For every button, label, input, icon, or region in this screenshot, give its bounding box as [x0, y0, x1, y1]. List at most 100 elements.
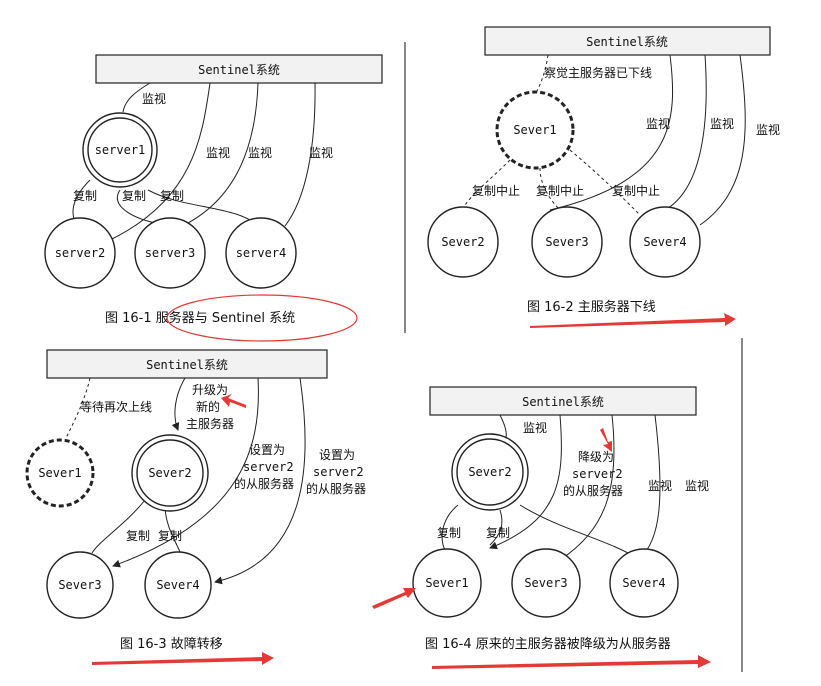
monitor-label: 监视	[248, 145, 272, 160]
red-arrow	[600, 428, 612, 452]
node-label: Sever3	[545, 235, 588, 249]
stop-label: 复制中止	[612, 183, 660, 198]
sentinel-box	[429, 386, 697, 416]
promote-label: 主服务器	[186, 416, 234, 431]
monitor-line	[489, 414, 562, 550]
monitor-label: 监视	[142, 91, 166, 106]
red-arrow	[432, 655, 711, 669]
node-label: Sever3	[58, 578, 101, 592]
sentinel-box	[484, 26, 771, 56]
node-label: Sever1	[425, 576, 468, 590]
node-label: Sever2	[148, 466, 191, 480]
node-label: Sever2	[441, 235, 484, 249]
demote-label: 的从服务器	[563, 483, 623, 498]
set-slave-label: 的从服务器	[306, 481, 366, 496]
set-slave-label: server2	[243, 460, 294, 474]
sentinel-label: Sentinel系统	[198, 63, 280, 77]
node-label: server3	[145, 246, 196, 260]
red-arrow	[221, 394, 246, 408]
replicate-label: 复制	[158, 529, 182, 543]
sentinel-label: Sentinel系统	[522, 395, 604, 409]
server-node	[412, 548, 482, 618]
stop-label: 复制中止	[472, 183, 520, 198]
replicate-line	[91, 499, 146, 554]
node-label: Sever2	[468, 465, 511, 479]
replicate-line	[441, 504, 459, 551]
highlight-ellipse	[166, 294, 358, 342]
demote-label: server2	[572, 467, 623, 481]
monitor-label: 监视	[648, 478, 672, 493]
replicate-line	[117, 189, 161, 225]
red-arrow	[530, 313, 736, 328]
monitor-label: 监视	[756, 122, 780, 137]
monitor-label: 监视	[710, 116, 734, 131]
red-arrow	[372, 588, 416, 609]
sentinel-label: Sentinel系统	[586, 35, 668, 49]
sentinel-box	[95, 54, 383, 84]
replicate-label: 复制	[160, 189, 184, 203]
node-label: server4	[236, 246, 287, 260]
monitor-line	[284, 82, 316, 227]
panel-2: Sentinel系统 察觉主服务器已下线 Sever1 Sever2 Sever…	[427, 26, 780, 328]
server-node-master-inner	[87, 117, 153, 183]
server-node-master-inner	[136, 439, 204, 507]
figure-caption: 图 16-2 主服务器下线	[527, 299, 656, 315]
node-label: Sever4	[643, 235, 686, 249]
set-slave-label: 设置为	[249, 443, 285, 457]
set-slave-label: server2	[313, 465, 364, 479]
server-node	[629, 206, 701, 278]
node-label: server1	[95, 143, 146, 157]
figure-caption: 图 16-1 服务器与 Sentinel 系统	[105, 310, 295, 326]
promote-arrow	[171, 377, 186, 431]
monitor-line	[109, 82, 211, 241]
wait-label: 等待再次上线	[80, 400, 152, 414]
monitor-label: 监视	[309, 145, 333, 160]
sentinel-box	[46, 349, 328, 379]
replicate-label: 复制	[73, 189, 97, 203]
node-label: Sever1	[513, 123, 556, 137]
panel-4: Sentinel系统 Sever2 Sever1 Sever3 Sever4 监…	[372, 386, 711, 669]
replicate-label: 复制	[437, 526, 461, 540]
figure-caption: 图 16-4 原来的主服务器被降级为从服务器	[425, 636, 671, 652]
monitor-line	[177, 82, 259, 229]
detect-note: 察觉主服务器已下线	[544, 65, 652, 80]
set-slave-arrow	[112, 377, 259, 568]
node-label: Sever3	[524, 576, 567, 590]
server-node-offline	[495, 90, 575, 170]
server-node-offline	[25, 438, 95, 508]
promote-label: 新的	[196, 399, 220, 414]
replicate-stop-line	[539, 167, 561, 211]
detect-line	[534, 54, 549, 96]
monitor-line	[664, 54, 707, 211]
server-node	[609, 548, 679, 618]
red-arrow	[92, 652, 274, 665]
monitor-label: 监视	[685, 478, 709, 493]
replicate-label: 复制	[122, 189, 146, 203]
server-node-master-inner	[456, 438, 524, 506]
panel-1: Sentinel系统 server1 server2 server3 serve…	[44, 54, 383, 342]
monitor-line	[559, 414, 615, 561]
server-node	[511, 548, 581, 618]
server-node	[44, 217, 116, 289]
monitor-line	[699, 54, 746, 226]
figure-caption: 图 16-3 故障转移	[120, 637, 223, 652]
set-slave-label: 的从服务器	[234, 476, 294, 491]
server-node	[46, 551, 114, 619]
panel-3: Sentinel系统 等待再次上线 Sever1 Sever2 Sever3 S…	[25, 349, 366, 665]
monitor-label: 监视	[206, 145, 230, 160]
node-label: Sever4	[622, 576, 665, 590]
server-node	[427, 206, 499, 278]
monitor-line	[122, 82, 151, 113]
server-node	[225, 217, 297, 289]
monitor-label: 监视	[523, 420, 547, 435]
sentinel-label: Sentinel系统	[146, 358, 228, 372]
set-slave-label: 设置为	[319, 448, 355, 462]
server-node	[134, 217, 206, 289]
server-node	[531, 206, 603, 278]
demote-label: 降级为	[578, 450, 614, 464]
replicate-stop-line	[461, 159, 511, 211]
monitor-label: 监视	[646, 116, 670, 131]
node-label: server2	[55, 246, 106, 260]
server-node	[144, 551, 212, 619]
